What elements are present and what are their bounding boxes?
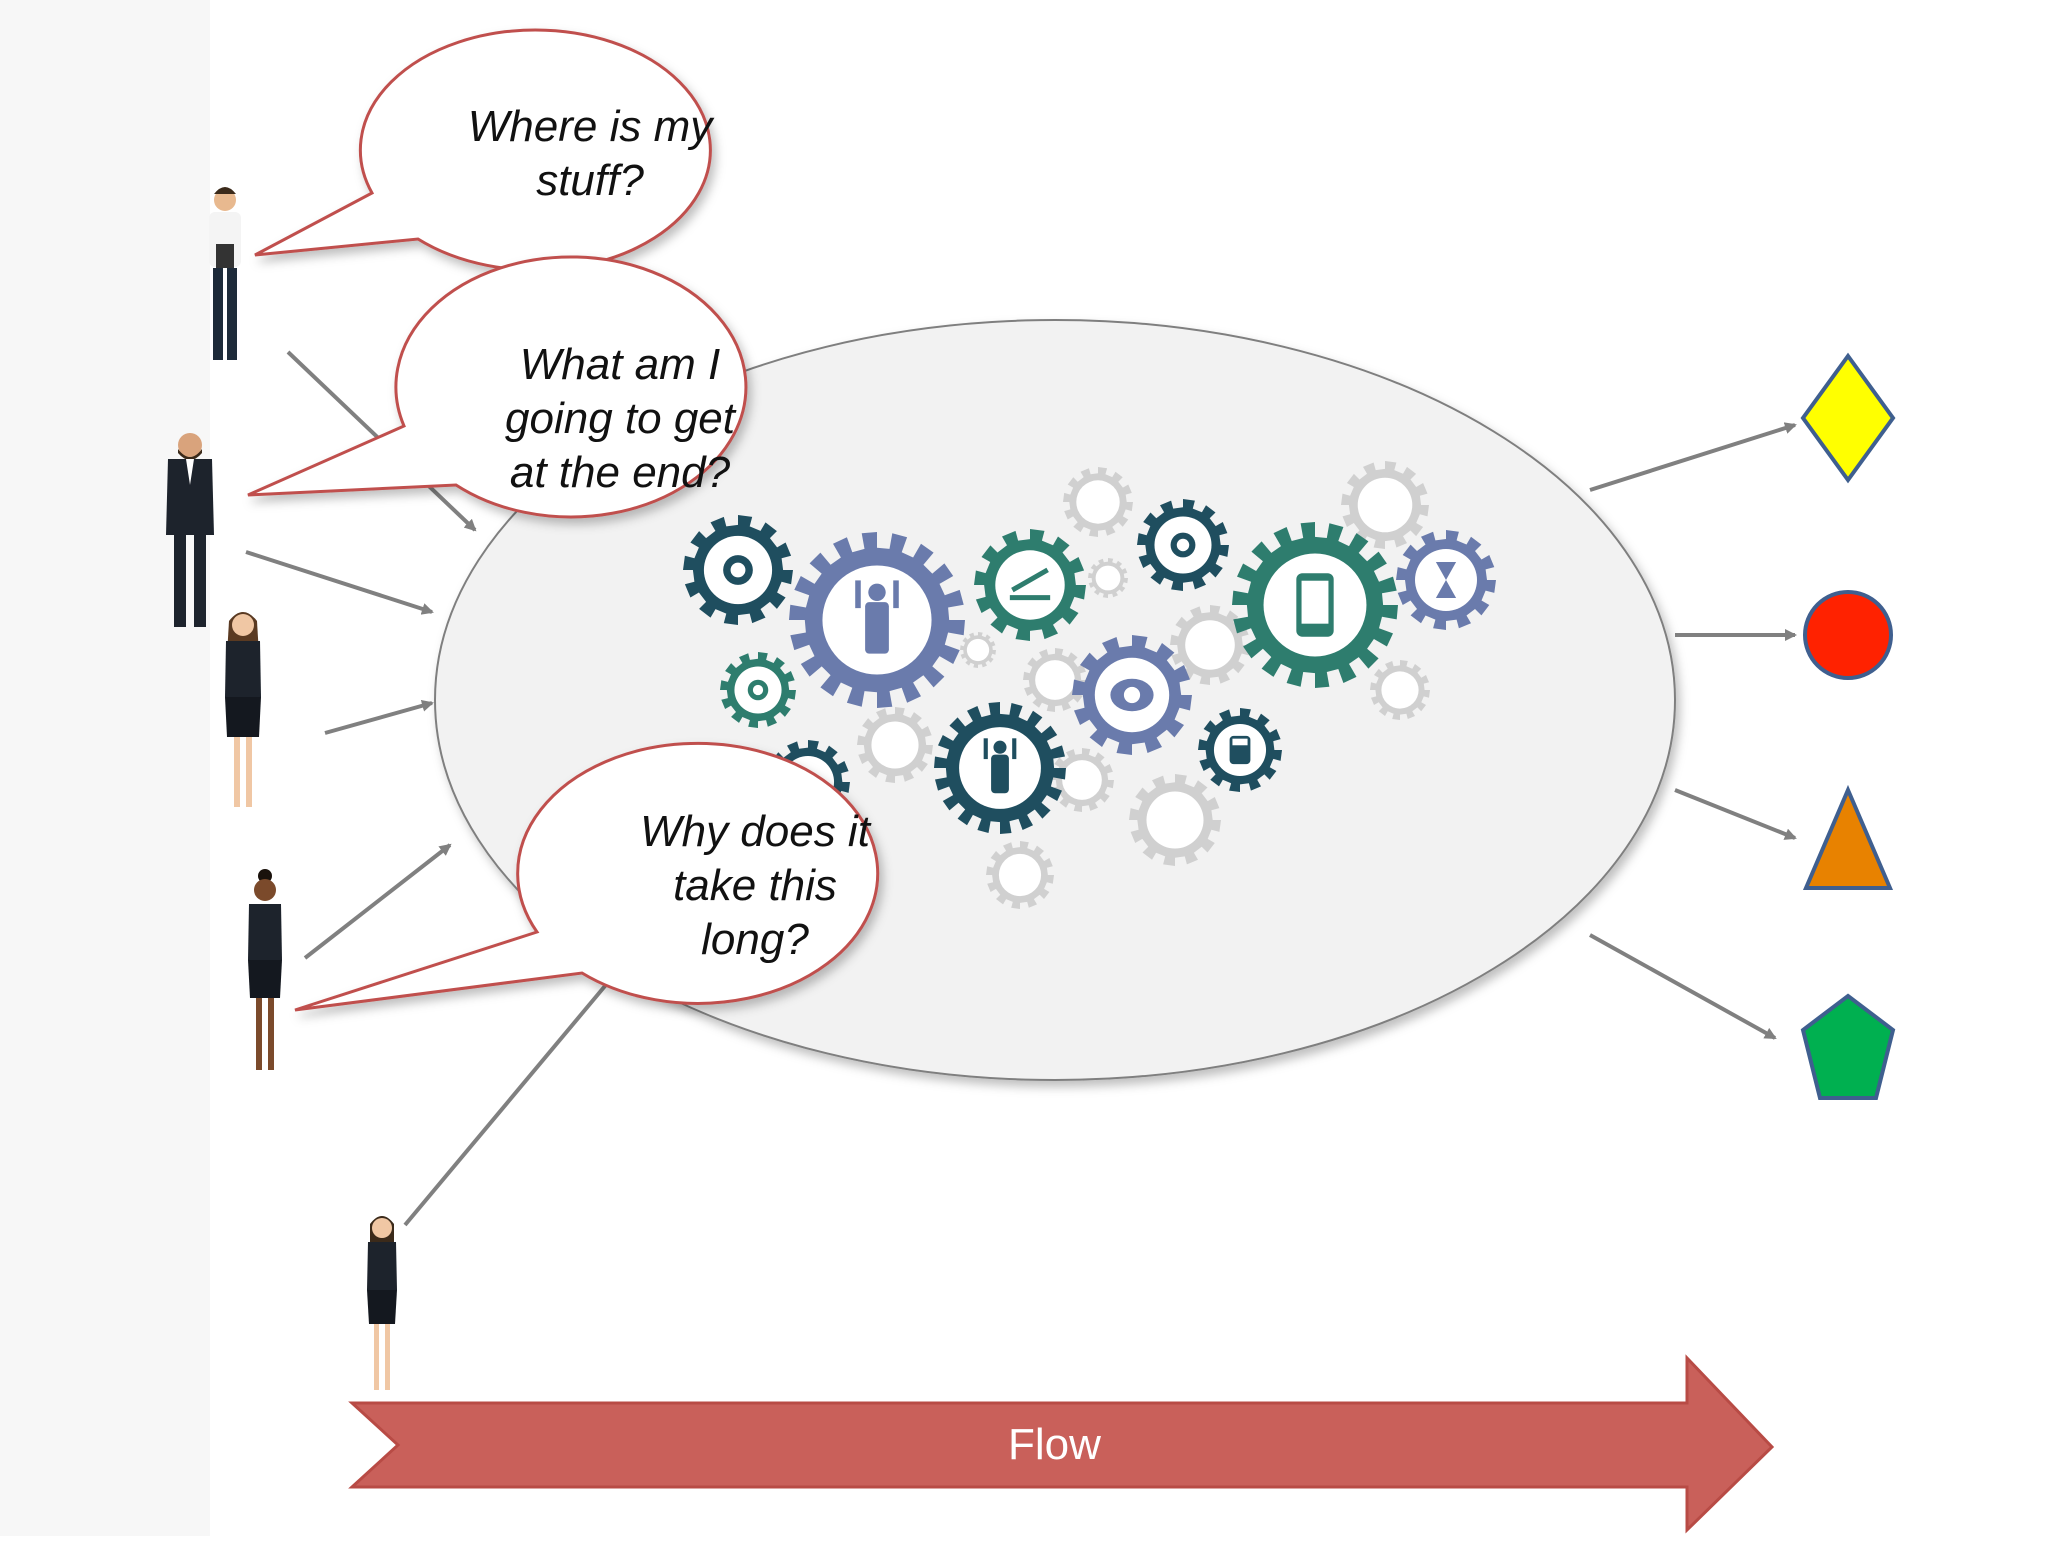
gear [1370, 660, 1430, 720]
bubble-1-line-2: stuff? [536, 156, 644, 205]
gear [857, 707, 933, 783]
hourglass-icon [1435, 562, 1457, 598]
woman-icon [983, 738, 1017, 794]
output-circle [1803, 590, 1893, 680]
output-arrow-4 [1589, 933, 1777, 1040]
gear [986, 841, 1054, 909]
gear-piggy-bank [1072, 635, 1192, 755]
smartphone-icon [1296, 573, 1334, 637]
scales-icon [1170, 532, 1196, 558]
gear [1129, 774, 1221, 866]
gear-scales [1137, 499, 1229, 591]
person-1 [209, 187, 241, 360]
gear-signpost [720, 652, 796, 728]
gear [1170, 605, 1250, 685]
gear [1023, 648, 1087, 712]
bubble-3-line-3: long? [701, 915, 809, 964]
gears-cluster [683, 461, 1496, 909]
person-4 [248, 869, 282, 1070]
bubble-3-line-2: take this [673, 861, 837, 910]
input-arrow-3 [324, 699, 434, 735]
flow-label: Flow [1008, 1420, 1101, 1469]
gear [1088, 558, 1128, 598]
input-arrow-5 [403, 978, 612, 1227]
output-arrow-1 [1589, 422, 1797, 492]
gear [960, 632, 996, 668]
person-2 [166, 433, 214, 627]
left-panel [0, 0, 210, 1536]
gear-growth-chart [974, 529, 1086, 641]
coins-icon [723, 555, 753, 585]
input-arrow-2 [245, 550, 434, 615]
signpost-icon [747, 679, 769, 701]
bubble-2-line-2: going to get [505, 394, 735, 443]
bubble-1-text: Where is my stuff? [440, 100, 740, 208]
bubble-3-line-1: Why does it [640, 807, 870, 856]
bubble-1-line-1: Where is my [467, 102, 713, 151]
gear-person-arms-up [789, 532, 965, 708]
bubble-2-line-1: What am I [519, 340, 721, 389]
output-triangle [1802, 784, 1894, 890]
output-diamond [1800, 352, 1896, 484]
gear-woman [934, 702, 1066, 834]
speech-bubble-2 [247, 255, 748, 519]
gear [1341, 461, 1429, 549]
gear-coins [683, 515, 793, 625]
gear-calculator [1198, 708, 1282, 792]
person-5 [367, 1216, 397, 1390]
input-arrow-4 [303, 843, 452, 960]
flow-arrow [348, 1354, 1775, 1534]
output-arrow-3 [1674, 788, 1797, 840]
person-3 [225, 612, 261, 807]
gear-hourglass [1396, 530, 1496, 630]
growth-chart-icon [1009, 567, 1051, 601]
bubble-2-line-3: at the end? [509, 448, 731, 497]
gear [1050, 748, 1114, 812]
person-arms-up-icon [855, 580, 899, 654]
output-pentagon [1800, 993, 1896, 1100]
speech-bubble-3 [294, 741, 880, 1012]
gear-smartphone [1232, 522, 1398, 688]
piggy-bank-icon [1110, 678, 1154, 712]
bubble-3-text: Why does it take this long? [605, 805, 905, 967]
calculator-icon [1229, 735, 1251, 765]
output-arrows [1589, 422, 1797, 1040]
gear [1063, 467, 1133, 537]
bubble-2-text: What am I going to get at the end? [470, 338, 770, 500]
